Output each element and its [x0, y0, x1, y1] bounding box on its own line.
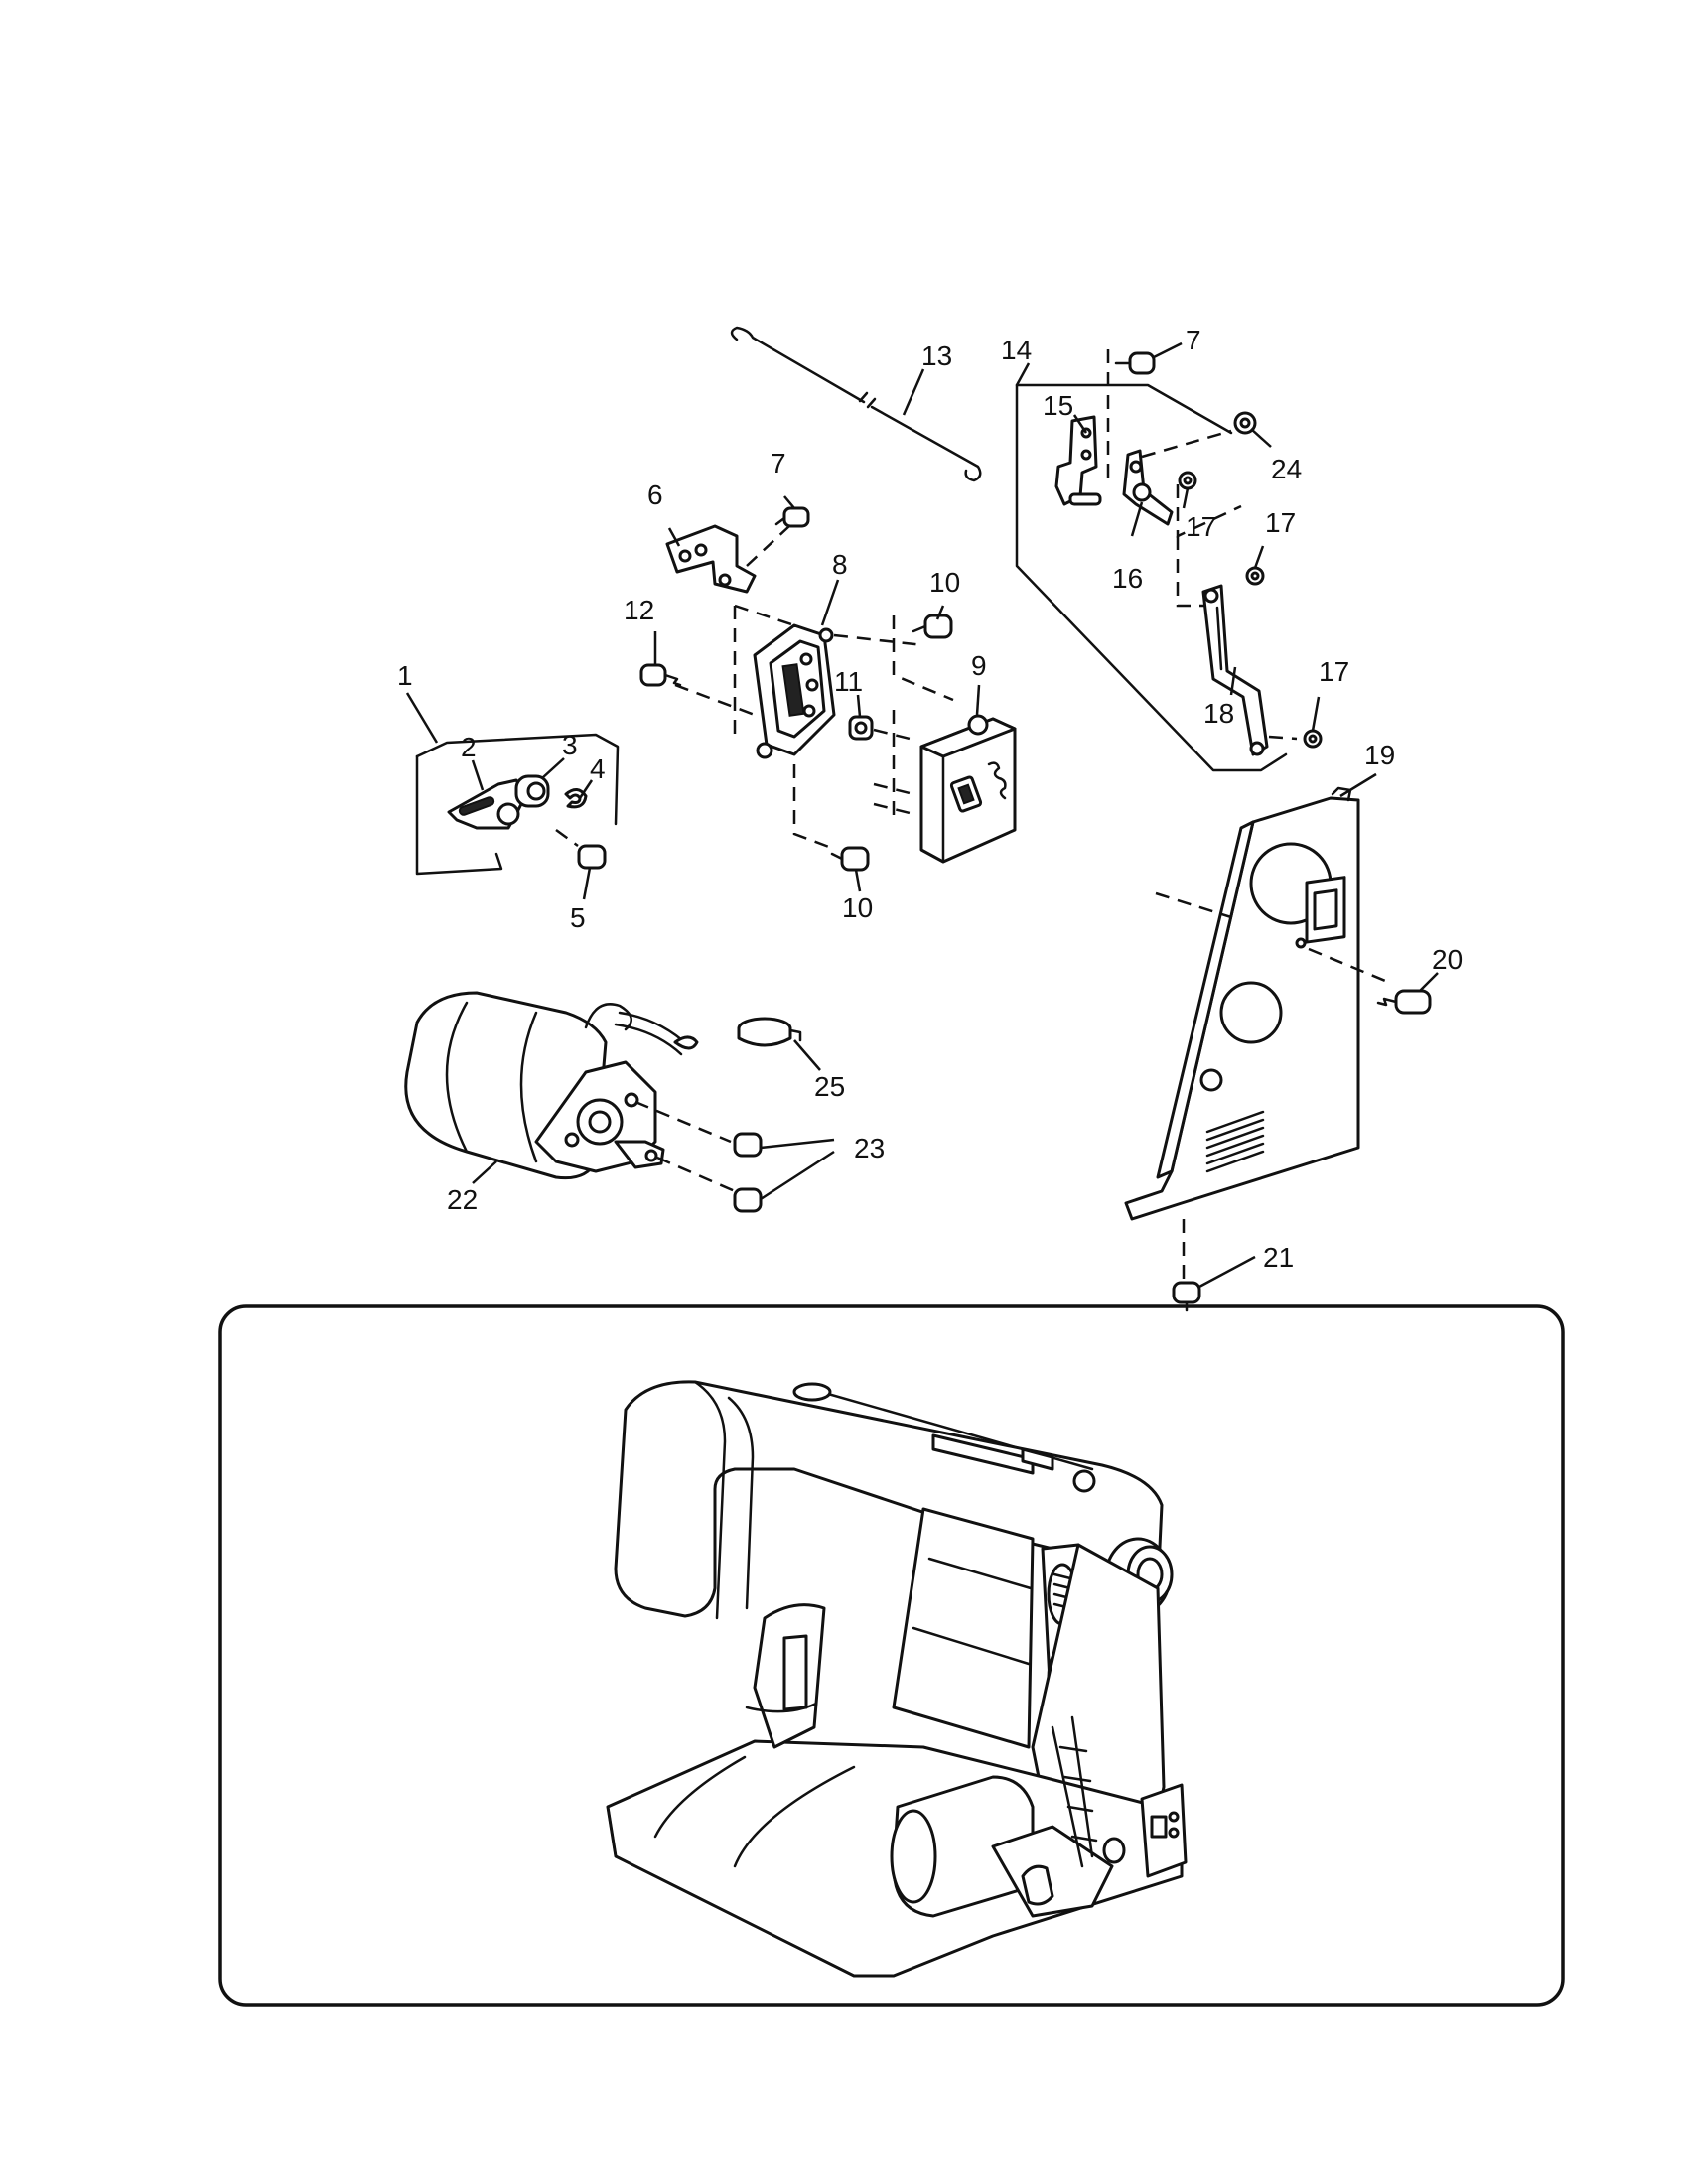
screw-10-a: [912, 614, 953, 639]
screw-23-a: [733, 1132, 763, 1158]
washer-24: [1233, 411, 1257, 435]
part-8-switch-frame: [753, 623, 836, 759]
screw-7-b: [1114, 351, 1156, 375]
callout-24: 24: [1271, 454, 1302, 484]
part-22-motor: [404, 991, 699, 1180]
callout-10-b: 10: [842, 892, 873, 923]
callout-11: 11: [834, 666, 863, 697]
dash-18: [1176, 536, 1207, 608]
callout-9: 9: [971, 650, 987, 681]
callout-3: 3: [562, 730, 578, 760]
callout-14: 14: [1001, 335, 1032, 365]
part-15-plate: [1054, 415, 1102, 506]
callout-labels: 13 14 7 15 24 17 16 17 17 18 7 6 8 10 12…: [397, 325, 1463, 1273]
callout-13: 13: [921, 341, 952, 371]
part-16-lever: [1122, 449, 1174, 526]
callout-20: 20: [1432, 944, 1463, 975]
screw-23-b: [733, 1187, 763, 1213]
washer-17-c: [1303, 729, 1323, 749]
part-14-group: [1015, 383, 1288, 772]
callout-7-a: 7: [771, 448, 786, 478]
callout-19: 19: [1364, 740, 1395, 770]
part-13-wire: [730, 326, 982, 482]
part-2-lever: [447, 778, 528, 830]
callout-7-b: 7: [1186, 325, 1201, 355]
callout-22: 22: [447, 1184, 478, 1215]
part-6-bracket: [665, 524, 757, 594]
callout-17-b: 17: [1265, 507, 1296, 538]
dash-9-a: [873, 782, 914, 796]
part-18-link-arm: [1201, 584, 1269, 756]
callout-1: 1: [397, 660, 413, 691]
vent-slots: [1205, 1110, 1265, 1173]
part-19-side-cover: [1124, 786, 1360, 1221]
screw-10-b: [830, 846, 870, 872]
screw-20: [1376, 989, 1432, 1015]
washer-17-a: [1178, 471, 1197, 490]
callout-8: 8: [832, 549, 848, 580]
callout-17-c: 17: [1319, 656, 1349, 687]
dash-19: [1155, 891, 1232, 919]
washer-17-b: [1245, 566, 1265, 586]
dash-8-e: [792, 764, 835, 851]
part-25-clamp: [737, 1017, 802, 1047]
leaders: [405, 341, 1439, 1289]
callout-4: 4: [590, 753, 606, 784]
part-3-roller: [514, 774, 550, 808]
part-4-clip: [564, 788, 588, 809]
callout-12: 12: [624, 595, 654, 625]
inset-frame: [218, 1304, 1565, 2007]
dash-6-7: [746, 525, 790, 567]
callout-2: 2: [461, 732, 477, 762]
dash-22-23-b: [656, 1156, 736, 1193]
part-1-group: [415, 733, 620, 876]
nut-11: [848, 715, 874, 741]
callout-18: 18: [1203, 698, 1234, 729]
dash-12: [674, 683, 756, 717]
dash-18-17: [1268, 735, 1298, 741]
callout-25: 25: [814, 1071, 845, 1102]
dash-11: [873, 728, 914, 742]
callout-17-a: 17: [1186, 511, 1216, 542]
dash-19-20: [1308, 947, 1391, 985]
callout-5: 5: [570, 902, 586, 933]
dash-8-c: [833, 633, 924, 647]
dash-8-d: [892, 615, 954, 702]
callout-23: 23: [854, 1133, 885, 1163]
inset-sewing-machine: [606, 1380, 1188, 1978]
callout-15: 15: [1043, 390, 1073, 421]
screw-7-a: [774, 506, 810, 528]
screw-5: [555, 828, 607, 870]
dash-16-24: [1141, 429, 1232, 459]
callout-10-a: 10: [929, 567, 960, 598]
callout-21: 21: [1263, 1242, 1294, 1273]
screw-12: [639, 663, 682, 687]
screw-21: [1172, 1281, 1201, 1312]
dash-8-a: [734, 604, 795, 627]
callout-16: 16: [1112, 563, 1143, 594]
dash-22-23-a: [634, 1100, 732, 1144]
callout-6: 6: [647, 479, 663, 510]
part-9-switch-box: [919, 714, 1017, 864]
dash-9-b: [873, 802, 914, 816]
